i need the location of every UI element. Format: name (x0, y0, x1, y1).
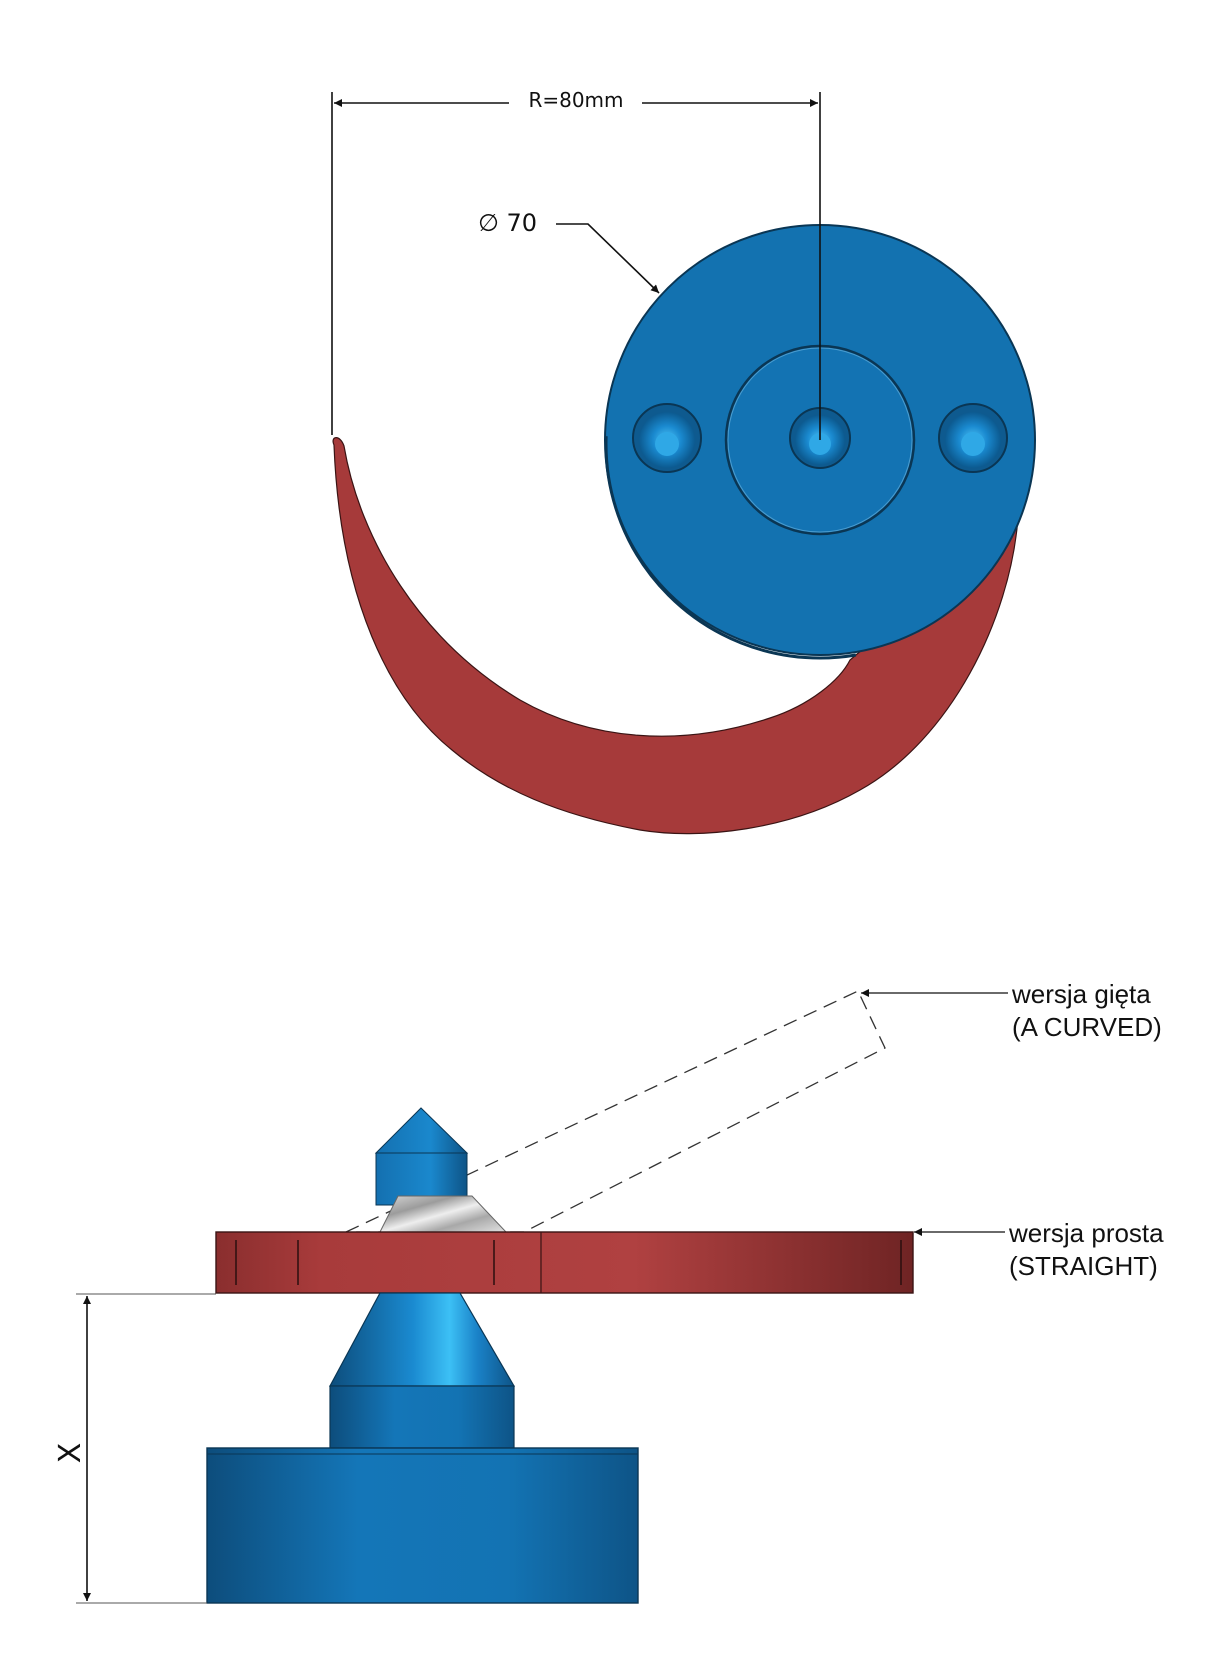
support-cone (328, 1292, 516, 1387)
radius-label: R=80mm (528, 88, 623, 112)
diameter-label: ∅ 70 (478, 209, 537, 237)
countersunk-hole-left (632, 403, 702, 473)
base-disc-rim (604, 228, 1036, 660)
curved-version-label: wersja gięta (1011, 979, 1151, 1009)
countersunk-hole-right (938, 403, 1008, 473)
curved-blade-outline (345, 990, 886, 1233)
magnetic-base (206, 1447, 639, 1604)
side-view: X wersja gięta (A CURVED) wersja prosta … (53, 979, 1164, 1604)
diameter-callout: ∅ 70 (478, 209, 660, 294)
straight-blade (215, 1231, 914, 1294)
straight-version-callout: wersja prosta (STRAIGHT) (914, 1218, 1164, 1281)
top-tip (374, 1107, 469, 1206)
straight-version-label: wersja prosta (1008, 1218, 1164, 1248)
threaded-insert (379, 1195, 508, 1233)
radius-dimension: R=80mm (331, 88, 821, 440)
height-dimension: X (53, 1293, 216, 1604)
straight-version-label-en: (STRAIGHT) (1009, 1251, 1158, 1281)
support-neck (329, 1385, 515, 1449)
curved-version-callout: wersja gięta (A CURVED) (861, 979, 1162, 1042)
curved-version-label-en: (A CURVED) (1012, 1012, 1162, 1042)
curved-blade-top (332, 437, 1019, 835)
height-label: X (53, 1443, 88, 1464)
top-view: R=80mm ∅ 70 (331, 88, 1036, 835)
